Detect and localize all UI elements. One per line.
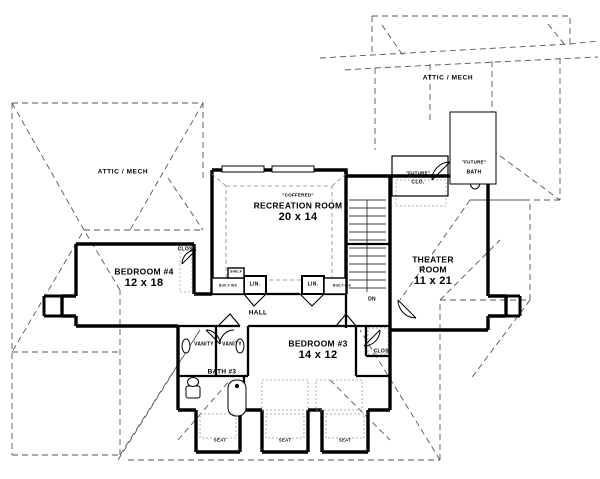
stairs-down-label: DN — [368, 296, 376, 303]
future-closet-box — [391, 155, 449, 197]
closet-bedroom-4-label: CLOS. — [177, 246, 195, 253]
attic-mech-right-label: ATTIC / MECH — [422, 74, 474, 82]
recreation-room-quoted: "COFFERED" — [282, 192, 314, 198]
hall-label: HALL — [248, 309, 268, 317]
theater-room-label-2: ROOM — [419, 264, 447, 275]
bedroom-4-label: BEDROOM #4 — [114, 266, 174, 277]
bedroom-3-dim: 14 x 12 — [298, 349, 338, 362]
double-doors — [217, 281, 357, 327]
builtin-right-label: BUILT-INS — [332, 283, 352, 288]
theater-room-label: THEATER — [412, 254, 454, 265]
window-openings — [221, 165, 315, 173]
bath-3-label: BATH #3 — [207, 368, 237, 376]
vanity-sinks — [181, 338, 245, 354]
future-bath-label: BATH — [466, 169, 482, 176]
recreation-room-label: RECREATION ROOM — [253, 200, 343, 211]
theater-room-dim: 11 x 21 — [413, 275, 453, 288]
roof-hips-dashed — [117, 199, 531, 461]
stairs — [349, 199, 386, 292]
future-closet-label: CLO. — [411, 179, 425, 186]
future-closet-quoted-label: "FUTURE" — [405, 170, 431, 176]
bath3-fixtures — [185, 377, 247, 417]
linen-right-label: LIN. — [307, 281, 319, 288]
vanity-left-label: VANITY — [194, 341, 214, 348]
shelf-note-label: SHELF — [230, 269, 242, 274]
closet-bedroom-3-label: CLOS. — [373, 348, 391, 355]
vanity-right-label: VANITY — [222, 341, 242, 348]
seat-boxes — [199, 379, 365, 439]
future-bath-fixtures — [449, 111, 497, 190]
seat-3-label: SEAT — [338, 437, 352, 443]
attic-mech-left-label: ATTIC / MECH — [97, 168, 149, 176]
seat-2-label: SEAT — [278, 437, 292, 443]
closet-hatch — [179, 179, 447, 355]
recreation-room-dim: 20 x 14 — [278, 211, 318, 224]
seat-1-label: SEAT — [213, 437, 227, 443]
bedroom-3-label: BEDROOM #3 — [288, 338, 348, 349]
roof-outline-dashed — [11, 102, 204, 456]
wall-jogs — [42, 294, 522, 318]
builtin-left-label: BUILT-INS — [218, 283, 238, 288]
interior-walls — [178, 176, 390, 410]
future-bath-quoted-label: "FUTURE" — [461, 159, 487, 165]
doors-swing — [181, 159, 469, 347]
exterior-walls — [60, 168, 508, 454]
bedroom-4-dim: 12 x 18 — [124, 277, 164, 290]
builtin-cabinets — [211, 267, 347, 295]
linen-left-label: LIN. — [249, 281, 261, 288]
